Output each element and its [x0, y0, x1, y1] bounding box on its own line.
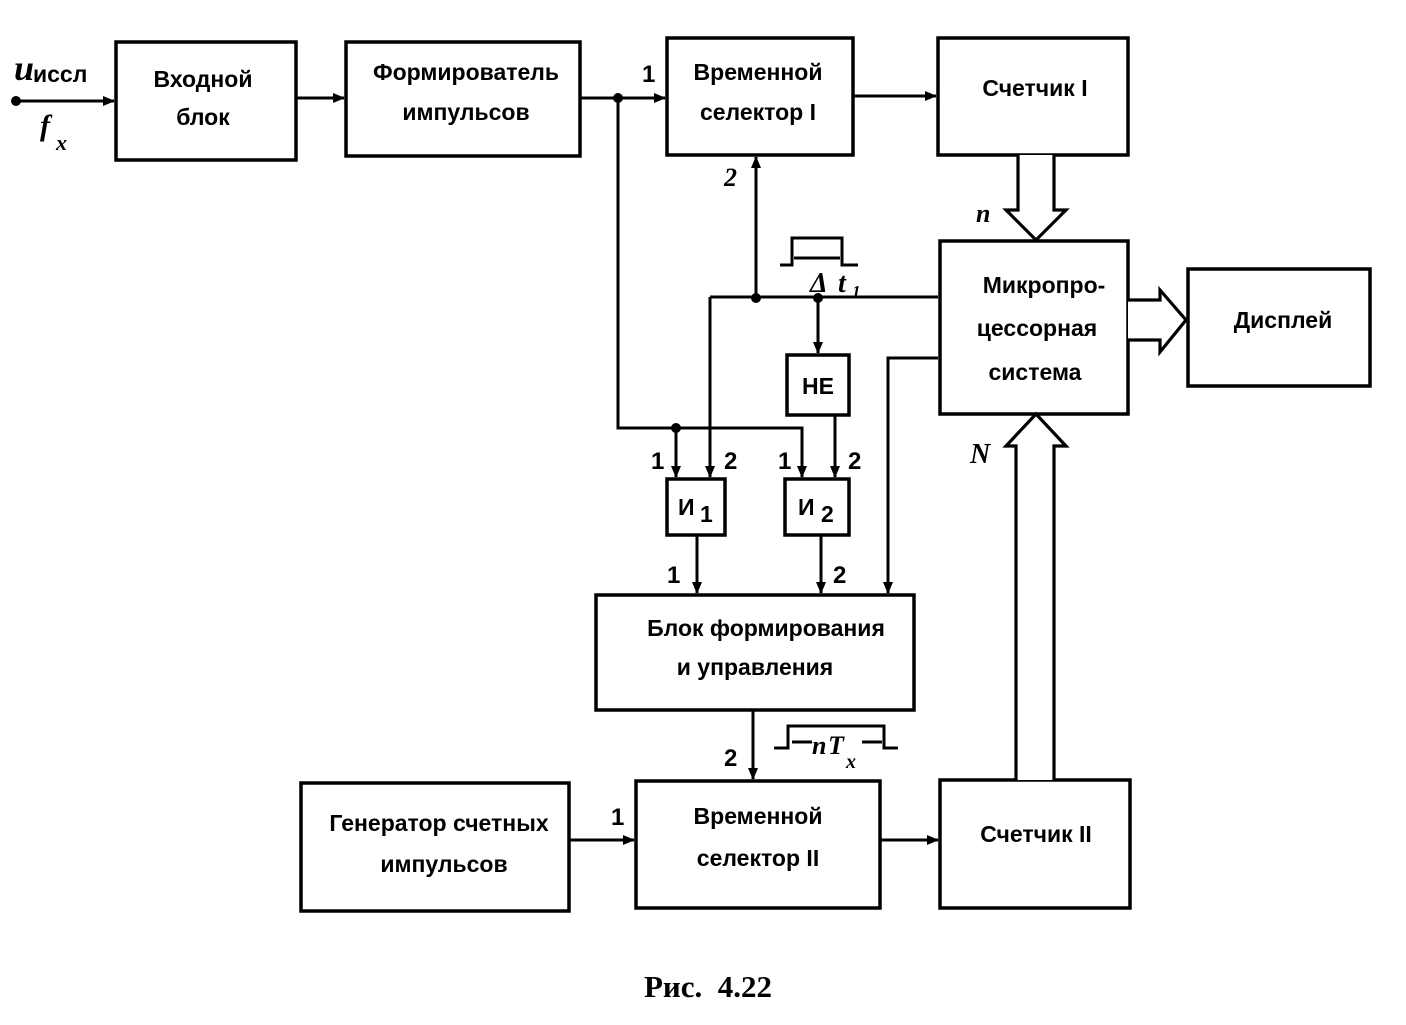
and-1-subscript: 1 — [700, 501, 713, 527]
pin-ts2-in2: 2 — [724, 745, 737, 772]
figure-caption: Рис. 4.22 — [644, 969, 772, 1004]
not-gate-block: НЕ — [785, 353, 851, 417]
time-selector-2-block: Временной селектор II — [634, 779, 882, 910]
pulse-shaper-line-2: импульсов — [402, 99, 529, 125]
input-signal: u иссл f x — [11, 48, 115, 155]
microprocessor-block: Микропро- цессорная система — [938, 239, 1130, 416]
input-freq-label: f — [40, 109, 53, 142]
pin-ctrl-in1: 1 — [667, 562, 680, 589]
pin-ts1-in2: 2 — [723, 163, 737, 192]
wire-mp-to-control — [883, 356, 938, 594]
microprocessor-line-3: система — [989, 359, 1082, 385]
input-block-line-1: Входной — [154, 66, 253, 92]
display-block: Дисплей — [1186, 267, 1372, 388]
microprocessor-line-1: Микропро- — [983, 272, 1106, 298]
pin-ctrl-in2: 2 — [833, 562, 846, 589]
bus-label-N: N — [969, 439, 992, 470]
pulse-generator-line-1: Генератор счетных — [329, 810, 548, 836]
and-gate-2-block: И 2 — [783, 477, 851, 537]
pin-and1-in2: 2 — [724, 448, 737, 475]
counter-2-block: Счетчик II — [938, 778, 1132, 910]
bus-counter-1-to-mp — [1002, 155, 1070, 243]
pin-ts1-in1: 1 — [642, 61, 655, 88]
pulse-ntx-pre: n — [812, 731, 826, 760]
counter-2-label: Счетчик II — [980, 821, 1092, 847]
pulse-delta-t1-var: t — [838, 268, 847, 299]
not-gate-label: НЕ — [802, 373, 834, 399]
pulse-ntx: n T x — [774, 724, 898, 773]
input-signal-label: u — [14, 48, 34, 88]
and-gate-1-block: И 1 — [665, 477, 727, 537]
pin-and2-in1: 1 — [778, 448, 791, 475]
pulse-delta-t1: Δ t 1 — [780, 236, 861, 301]
display-label: Дисплей — [1234, 307, 1332, 333]
counter-1-block: Счетчик I — [936, 36, 1130, 157]
time-selector-2-line-1: Временной — [694, 803, 823, 829]
time-selector-2-line-2: селектор II — [697, 845, 819, 871]
pulse-shaper-line-1: Формирователь — [373, 59, 559, 85]
pulse-ntx-sub: x — [845, 751, 856, 773]
and-2-subscript: 2 — [821, 501, 834, 527]
input-block-line-2: блок — [176, 104, 230, 130]
pin-ts2-in1: 1 — [611, 804, 624, 831]
time-selector-1-block: Временной селектор I — [665, 36, 855, 157]
control-block: Блок формирования и управления — [594, 593, 916, 712]
pulse-generator-line-2: импульсов — [380, 851, 507, 877]
pin-and2-in2: 2 — [848, 448, 861, 475]
pulse-ntx-var: T — [828, 731, 845, 760]
pulse-delta-t1-sub: 1 — [852, 282, 861, 301]
counter-1-label: Счетчик I — [982, 75, 1087, 101]
time-selector-1-line-2: селектор I — [700, 99, 816, 125]
pulse-ntx-shape — [774, 724, 898, 750]
pulse-shaper-block: Формирователь импульсов — [344, 40, 582, 158]
input-signal-subscript: иссл — [33, 61, 87, 87]
and-1-label: И — [678, 494, 695, 520]
bus-counter-2-to-mp — [1002, 411, 1070, 780]
pulse-delta-t1-shape — [780, 236, 858, 267]
pin-and1-in1: 1 — [651, 448, 664, 475]
input-block: Входной блок — [114, 40, 298, 162]
and-2-label: И — [798, 494, 815, 520]
control-block-line-2: и управления — [677, 654, 833, 680]
microprocessor-line-2: цессорная — [977, 315, 1097, 341]
time-selector-1-line-1: Временной — [694, 59, 823, 85]
bus-label-n: n — [976, 199, 990, 228]
input-freq-subscript: x — [55, 130, 67, 155]
control-block-line-1: Блок формирования — [647, 615, 885, 641]
pulse-delta-t1-prefix: Δ — [809, 268, 828, 299]
pulse-generator-block: Генератор счетных импульсов — [299, 781, 571, 913]
bus-mp-to-display — [1128, 285, 1189, 357]
